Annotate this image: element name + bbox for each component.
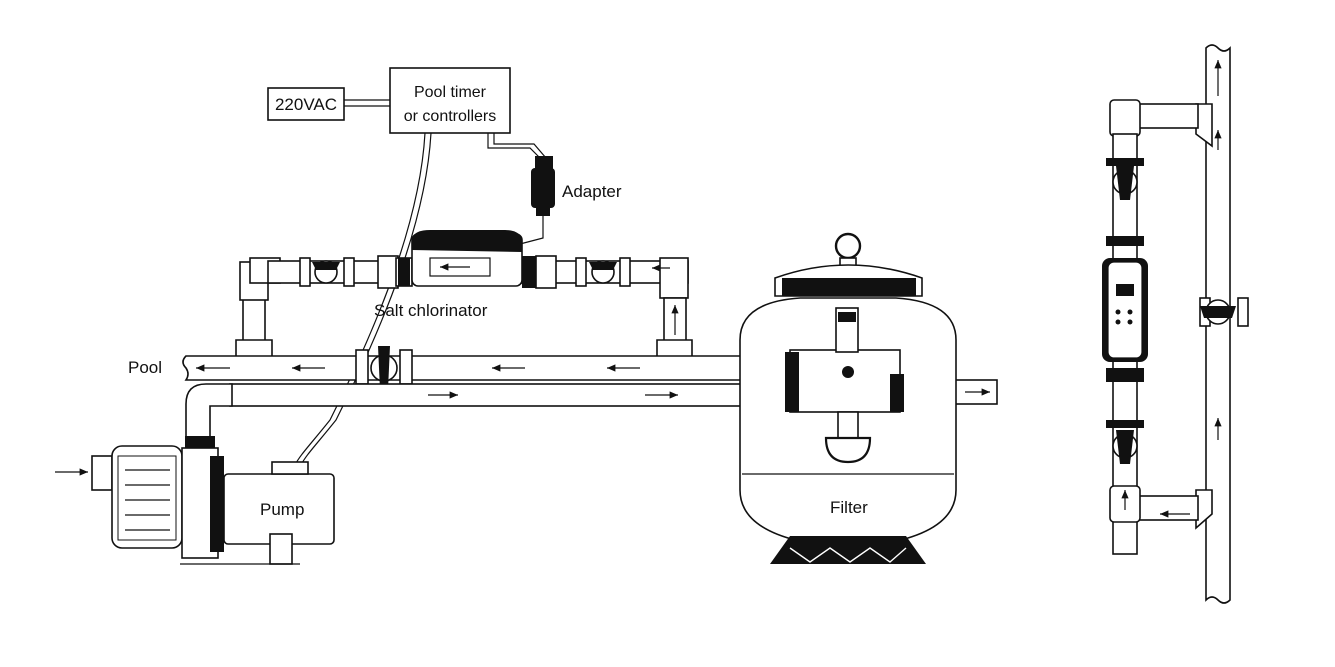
timer-label-line2: or controllers <box>404 108 496 125</box>
adapter-unit <box>531 156 555 216</box>
power-supply: 220VAC <box>267 87 345 121</box>
power-cable <box>344 99 390 107</box>
pump-label: Pump <box>260 500 304 519</box>
pump-unit <box>55 436 335 565</box>
bypass-valve-left <box>299 257 355 287</box>
pump-cable <box>294 132 426 466</box>
adapter-cable-in <box>487 133 543 161</box>
adapter-cable-out <box>519 216 544 245</box>
vertical-installation-view <box>1102 44 1249 604</box>
bypass-valve-right <box>575 257 631 287</box>
pool-label: Pool <box>128 358 162 377</box>
adapter-label: Adapter <box>562 182 622 201</box>
timer-label-line1: Pool timer <box>414 84 487 101</box>
chlorinator-label: Salt chlorinator <box>374 301 488 320</box>
sand-filter <box>739 232 957 564</box>
return-pipe <box>182 355 781 381</box>
pool-timer-box: Pool timer or controllers <box>389 67 511 134</box>
salt-chlorinator <box>377 230 557 289</box>
power-label: 220VAC <box>275 95 337 114</box>
filter-label: Filter <box>830 498 868 517</box>
supply-pipe <box>185 383 781 441</box>
